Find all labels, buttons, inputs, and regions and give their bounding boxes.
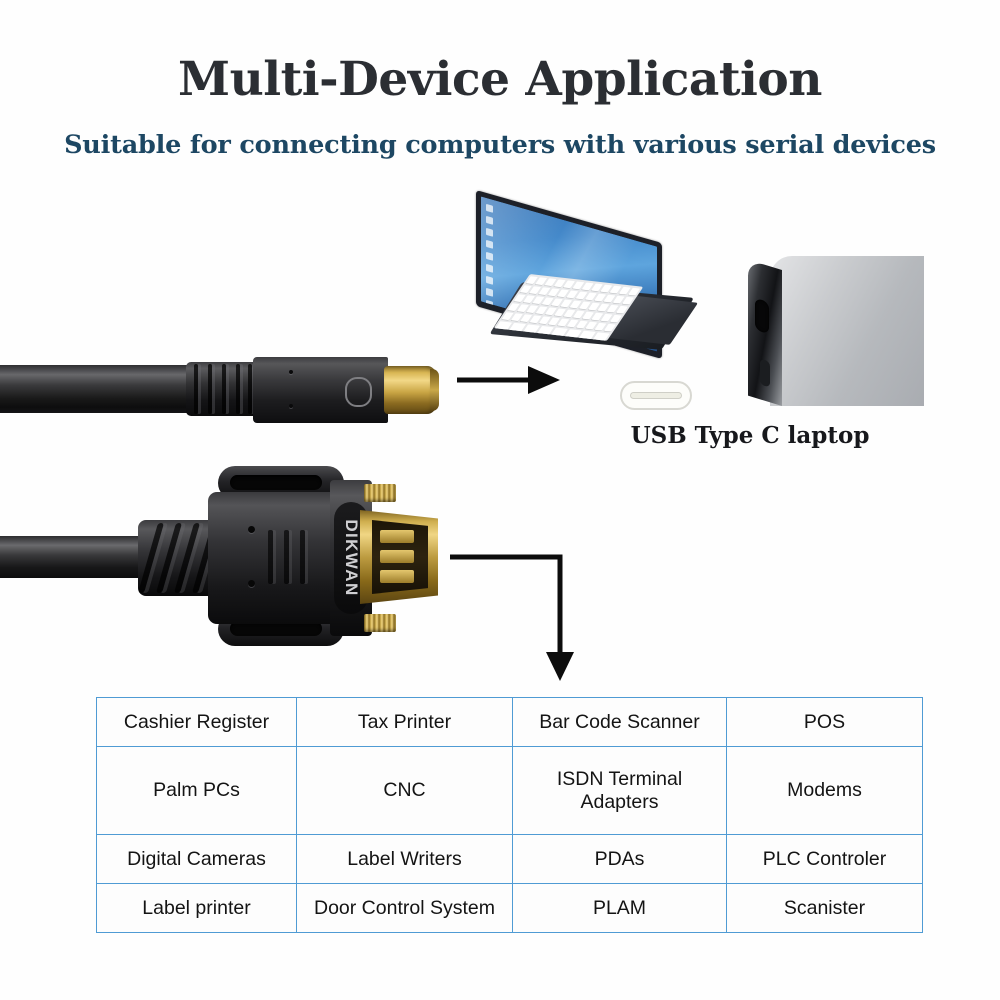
serial-pin-row-3 [380, 570, 414, 583]
usb-c-strain-relief [186, 362, 258, 416]
usb-type-c-port-icon [620, 381, 692, 410]
table-cell: PLAM [512, 883, 727, 933]
table-cell: Bar Code Scanner [512, 697, 727, 747]
serial-connector-housing [208, 492, 344, 624]
table-cell: Door Control System [296, 883, 513, 933]
table-cell: PLC Controler [726, 834, 923, 885]
usb-c-housing [253, 357, 388, 423]
table-row: Digital Cameras Label Writers PDAs PLC C… [96, 834, 923, 885]
table-cell: Scanister [726, 883, 923, 933]
desktop-icons [486, 203, 508, 321]
table-cell: PDAs [512, 834, 727, 885]
tablet-body [770, 256, 924, 406]
compatible-devices-table: Cashier Register Tax Printer Bar Code Sc… [96, 697, 923, 933]
table-cell: ISDN Terminal Adapters [512, 745, 727, 836]
usb-c-cable-cord [0, 365, 196, 413]
table-cell: Digital Cameras [96, 834, 297, 885]
usb-c-logo-icon [345, 377, 372, 407]
usb-c-gold-tip [384, 366, 436, 414]
table-cell: Palm PCs [96, 745, 297, 836]
table-cell: Label Writers [296, 834, 513, 885]
page-subtitle: Suitable for connecting computers with v… [64, 130, 936, 160]
tablet-usb-c-port-icon [755, 297, 769, 335]
usb-c-port-slot [630, 392, 682, 399]
serial-screw-bottom [364, 614, 396, 632]
arrow-usbc-to-laptop [457, 366, 560, 394]
table-cell: Tax Printer [296, 697, 513, 747]
tablet-side-button [760, 358, 770, 388]
usb-c-tip-edge [430, 369, 439, 411]
table-cell: CNC [296, 745, 513, 836]
usb-type-c-connector [0, 352, 470, 428]
usb-type-c-laptop-label: USB Type C laptop [630, 422, 870, 449]
table-cell: Modems [726, 745, 923, 836]
serial-cable-cord [0, 536, 150, 578]
serial-screw-top [364, 484, 396, 502]
tablet-device-illustration [748, 256, 924, 406]
db9-serial-connector: DIKWAN [0, 462, 470, 652]
serial-pin-row-1 [380, 530, 414, 543]
table-row: Label printer Door Control System PLAM S… [96, 883, 923, 933]
table-row: Cashier Register Tax Printer Bar Code Sc… [96, 697, 923, 747]
laptop-illustration [470, 190, 705, 360]
table-cell: Label printer [96, 883, 297, 933]
serial-pin-row-2 [380, 550, 414, 563]
table-cell: Cashier Register [96, 697, 297, 747]
table-row: Palm PCs CNC ISDN Terminal Adapters Mode… [96, 745, 923, 836]
table-cell: POS [726, 697, 923, 747]
page-title: Multi-Device Application [178, 52, 822, 107]
